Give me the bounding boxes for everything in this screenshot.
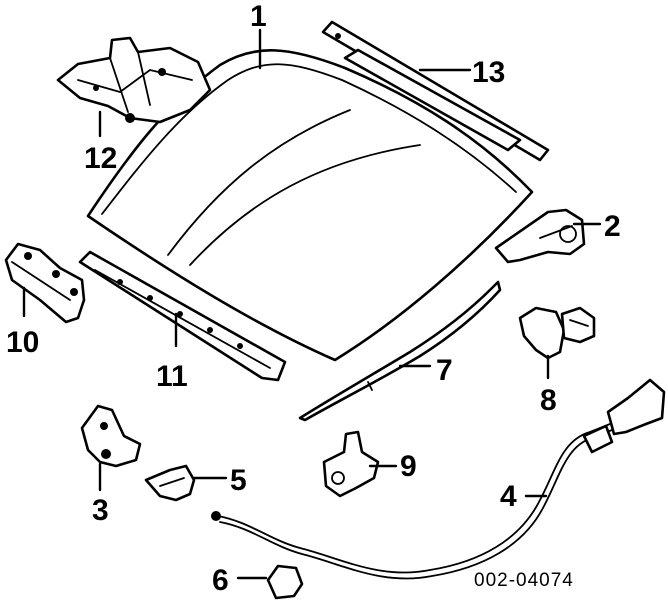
callout-8: 8 [540, 384, 557, 417]
front-seal-strip [78, 250, 287, 382]
hood-seal [321, 20, 550, 162]
front-bracket [4, 242, 86, 324]
hood-prop-rod [298, 280, 502, 422]
callout-7: 7 [436, 354, 453, 387]
prop-rod-clip [518, 306, 596, 360]
safety-catch [322, 430, 380, 498]
release-handle [266, 564, 304, 600]
leader-lines [22, 28, 602, 580]
callout-11: 11 [156, 360, 188, 393]
callout-12: 12 [84, 142, 117, 175]
callout-9: 9 [400, 450, 417, 483]
callout-2: 2 [604, 210, 621, 243]
callout-1: 1 [250, 0, 267, 33]
hood-panel [86, 49, 534, 362]
callout-numbers: 1 2 3 4 5 6 7 8 9 10 11 12 13 [6, 0, 621, 597]
hood-latch [80, 404, 142, 468]
diagram-reference-number: 002-04074 [474, 570, 574, 591]
callout-3: 3 [92, 494, 109, 527]
latch-handle [494, 208, 586, 264]
callout-4: 4 [500, 480, 517, 513]
hood-hinge [56, 36, 212, 124]
cable-clip [144, 464, 196, 502]
release-cable [211, 378, 666, 580]
callout-5: 5 [230, 464, 247, 497]
callout-6: 6 [212, 564, 229, 597]
callout-13: 13 [472, 56, 505, 89]
callout-10: 10 [6, 326, 39, 359]
